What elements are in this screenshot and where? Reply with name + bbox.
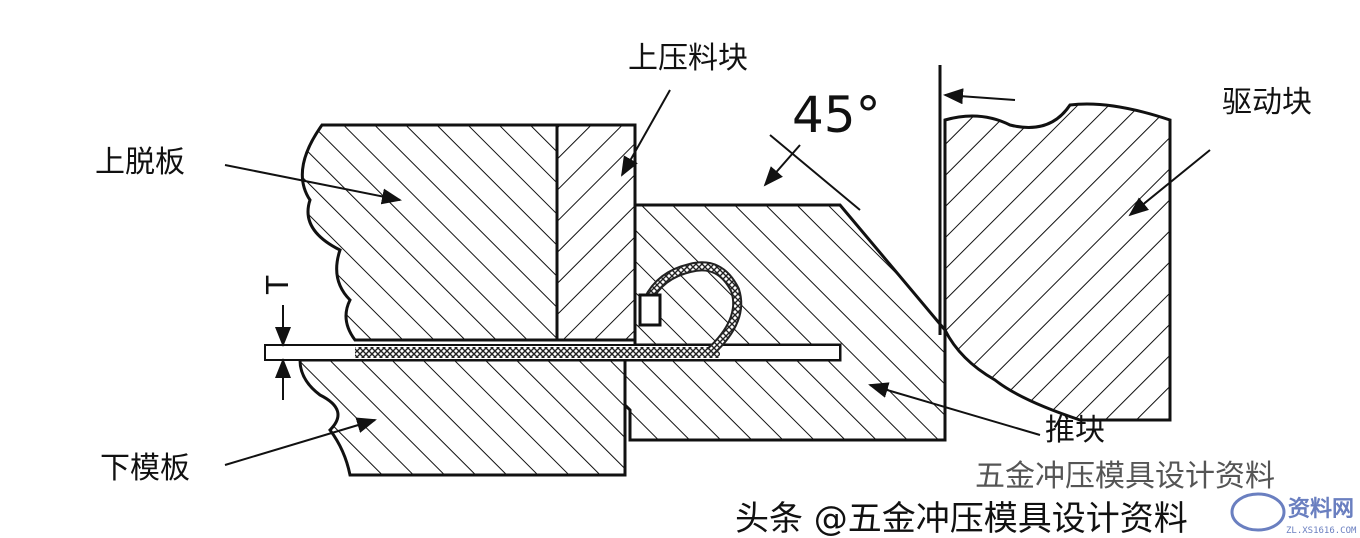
logo-url-text: ZL.XS1616.COM [1286, 526, 1357, 536]
lower-die-plate-label: 下模板 [100, 451, 190, 486]
angle-label: 45° [792, 86, 881, 144]
push-block [623, 203, 947, 442]
curled-strip-section [645, 263, 741, 355]
push-block-label: 推块 [1045, 413, 1105, 448]
strip-material-section [355, 347, 720, 358]
upper-pressing-block [555, 123, 637, 342]
upper-pressing-block-label: 上压料块 [628, 41, 748, 76]
angle-dimension: 45° [763, 86, 1016, 211]
lower-die-plate [298, 358, 627, 477]
upper-stripper-plate [300, 123, 559, 342]
upper-stripper-plate-label: 上脱板 [95, 145, 185, 180]
thickness-dimension: T [261, 275, 296, 400]
driver-block [943, 102, 1172, 422]
leader-lines [224, 89, 1211, 466]
thickness-label: T [261, 275, 296, 295]
watermark-account: 五金冲压模具设计资料 [975, 459, 1275, 494]
driver-block-label: 驱动块 [1222, 85, 1312, 120]
watermark-platform: 头条 @五金冲压模具设计资料 [735, 499, 1188, 538]
logo-text: 资料网 [1288, 497, 1354, 522]
site-logo: 资料网 ZL.XS1616.COM [1230, 492, 1357, 536]
curl-stop [638, 293, 662, 327]
